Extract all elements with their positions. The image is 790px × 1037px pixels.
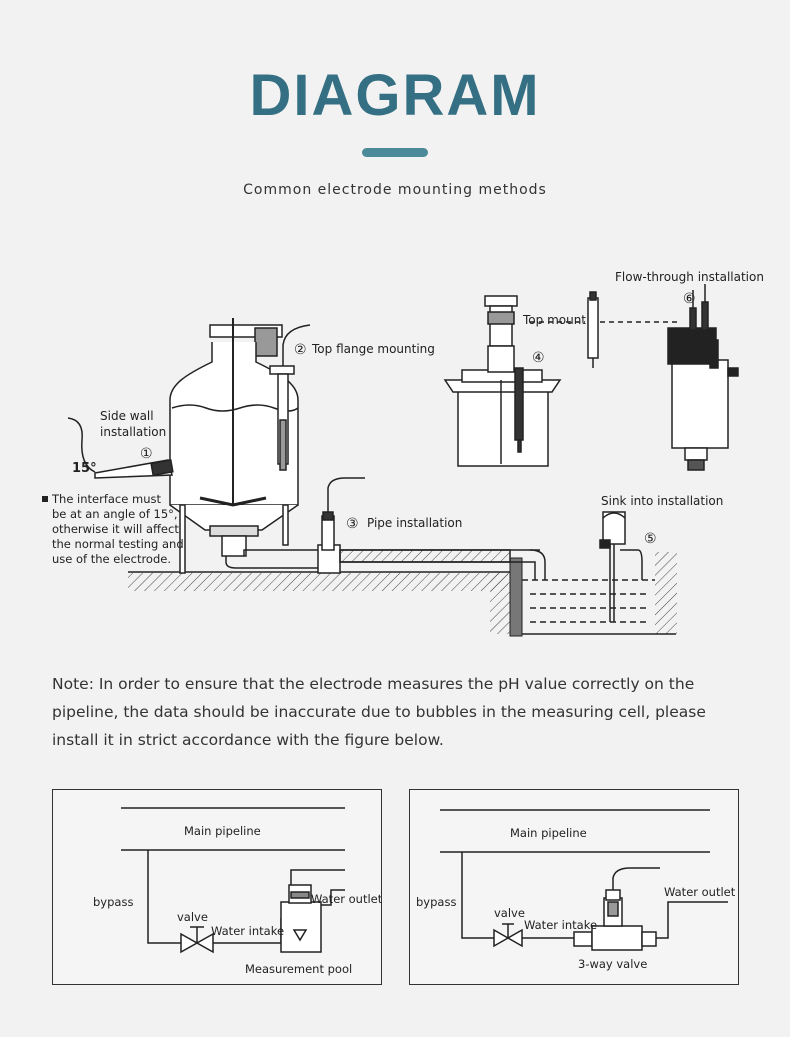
water-intake-label: Water intake — [524, 918, 597, 932]
label-pipe: Pipe installation — [367, 516, 462, 530]
marker-3: ③ — [346, 516, 359, 532]
valve-label: valve — [177, 910, 208, 924]
label-sink: Sink into installation — [601, 494, 723, 508]
reactor-tank — [169, 318, 299, 574]
top-mount-vessel — [443, 295, 562, 467]
water-intake-label: Water intake — [211, 924, 284, 938]
label-flow-through: Flow-through installation — [615, 270, 764, 284]
measurement-pool-label: Measurement pool — [245, 962, 352, 976]
installation-diagram: Flow-through installation ⑥ Top mount ④ … — [42, 270, 764, 637]
label-angle: 15° — [72, 461, 97, 476]
interface-note-line: otherwise it will affect — [52, 522, 179, 536]
measurement-pool-panel: Main pipeline bypass valve Water intake … — [52, 789, 383, 985]
interface-note-line: use of the electrode. — [52, 552, 171, 566]
main-pipeline-label: Main pipeline — [184, 824, 261, 838]
ground — [128, 552, 677, 637]
page-subtitle: Common electrode mounting methods — [243, 182, 547, 198]
measurement-pool-diagram: Main pipeline bypass valve Water intake … — [93, 807, 383, 976]
label-top-mount: Top mount — [522, 313, 586, 327]
label-side-wall-2: installation — [100, 425, 166, 439]
marker-1: ① — [140, 446, 153, 462]
three-way-valve-label: 3-way valve — [578, 957, 647, 971]
interface-note-line: The interface must — [51, 492, 161, 506]
three-way-valve-diagram: Main pipeline bypass valve Water intake … — [416, 809, 736, 971]
water-outlet-label: Water outlet — [311, 892, 381, 906]
flange-electrode — [269, 324, 311, 471]
title-underline — [362, 148, 428, 157]
valve-label: valve — [494, 906, 525, 920]
note-text: Note: In order to ensure that the electr… — [52, 675, 706, 749]
main-pipe — [225, 544, 546, 580]
bypass-label: bypass — [93, 895, 133, 909]
marker-4: ④ — [532, 350, 545, 366]
three-way-valve-panel: Main pipeline bypass valve Water intake … — [409, 789, 739, 985]
label-top-flange: Top flange mounting — [311, 342, 435, 356]
page-title: DIAGRAM — [249, 63, 541, 128]
flow-through-cell — [667, 284, 739, 471]
water-outlet-label: Water outlet — [664, 885, 736, 899]
label-side-wall-1: Side wall — [100, 409, 154, 423]
bypass-label: bypass — [416, 895, 456, 909]
marker-6: ⑥ — [683, 291, 696, 307]
top-mount-electrode — [530, 291, 680, 368]
interface-note-line: the normal testing and — [52, 537, 184, 551]
marker-2: ② — [294, 342, 307, 358]
sink-basin — [522, 511, 655, 623]
interface-note-line: be at an angle of 15°, — [52, 507, 178, 521]
main-pipeline-label: Main pipeline — [510, 826, 587, 840]
sidewall-electrode — [67, 417, 174, 479]
pipe-electrode — [321, 477, 365, 551]
marker-5: ⑤ — [644, 531, 657, 547]
